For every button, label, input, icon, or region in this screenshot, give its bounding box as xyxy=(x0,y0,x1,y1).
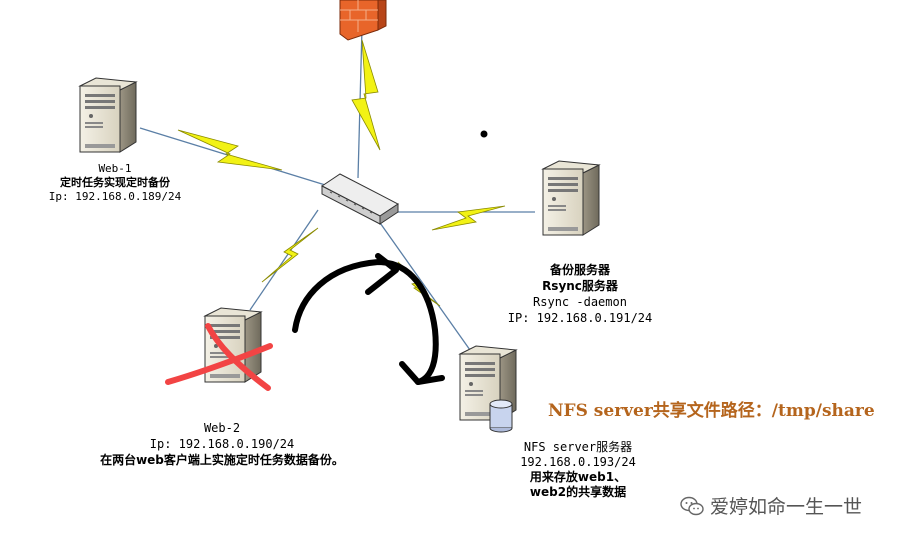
web2-ip: Ip: 192.168.0.190/24 xyxy=(149,437,295,451)
web2-desc: 在两台web客户端上实施定时任务数据备份。 xyxy=(100,453,344,467)
web1-ip: Ip: 192.168.0.189/24 xyxy=(48,190,182,203)
nfs-title: NFS server服务器 xyxy=(523,440,633,454)
dot-marker xyxy=(480,130,488,138)
lightning-bolt-icon xyxy=(351,39,381,151)
wechat-icon xyxy=(680,496,704,515)
web1-label: Web-1 定时任务实现定时备份 Ip: 192.168.0.189/24 xyxy=(40,162,190,204)
lightning-bolt-icon xyxy=(431,205,506,231)
backup-rsync: Rsync服务器 xyxy=(542,279,618,293)
backup-title: 备份服务器 xyxy=(549,263,610,277)
backup-ip: IP: 192.168.0.191/24 xyxy=(507,311,653,325)
watermark-text: 爱婷如命一生一世 xyxy=(710,496,863,518)
web1-server-icon xyxy=(79,77,137,153)
lightning-bolts xyxy=(177,39,506,307)
watermark: 爱婷如命一生一世 xyxy=(680,492,862,519)
nfs-desc-2: web2的共享数据 xyxy=(529,485,627,499)
nfs-label: NFS server服务器 192.168.0.193/24 用来存放web1、… xyxy=(488,440,668,500)
web1-name: Web-1 xyxy=(98,162,132,175)
lightning-bolt-icon xyxy=(261,227,319,283)
web2-label: Web-2 Ip: 192.168.0.190/24 在两台web客户端上实施定… xyxy=(72,420,372,468)
web2-name: Web-2 xyxy=(203,421,241,435)
backup-server-icon xyxy=(542,160,600,236)
web1-desc: 定时任务实现定时备份 xyxy=(60,176,170,189)
network-switch-icon xyxy=(321,173,399,225)
web2-server-icon xyxy=(204,307,262,383)
black-arrow-path xyxy=(292,253,445,385)
red-cross-mark xyxy=(165,323,273,391)
nfs-ip: 192.168.0.193/24 xyxy=(520,455,636,469)
nfs-desc-1: 用来存放web1、 xyxy=(529,470,627,484)
database-icon xyxy=(489,399,513,433)
firewall-icon xyxy=(339,0,387,41)
nfs-share-path-annotation: NFS server共享文件路径：/tmp/share xyxy=(548,401,875,421)
backup-daemon: Rsync -daemon xyxy=(533,295,627,309)
backup-label: 备份服务器 Rsync服务器 Rsync -daemon IP: 192.168… xyxy=(485,262,675,326)
lightning-bolt-icon xyxy=(177,129,283,171)
